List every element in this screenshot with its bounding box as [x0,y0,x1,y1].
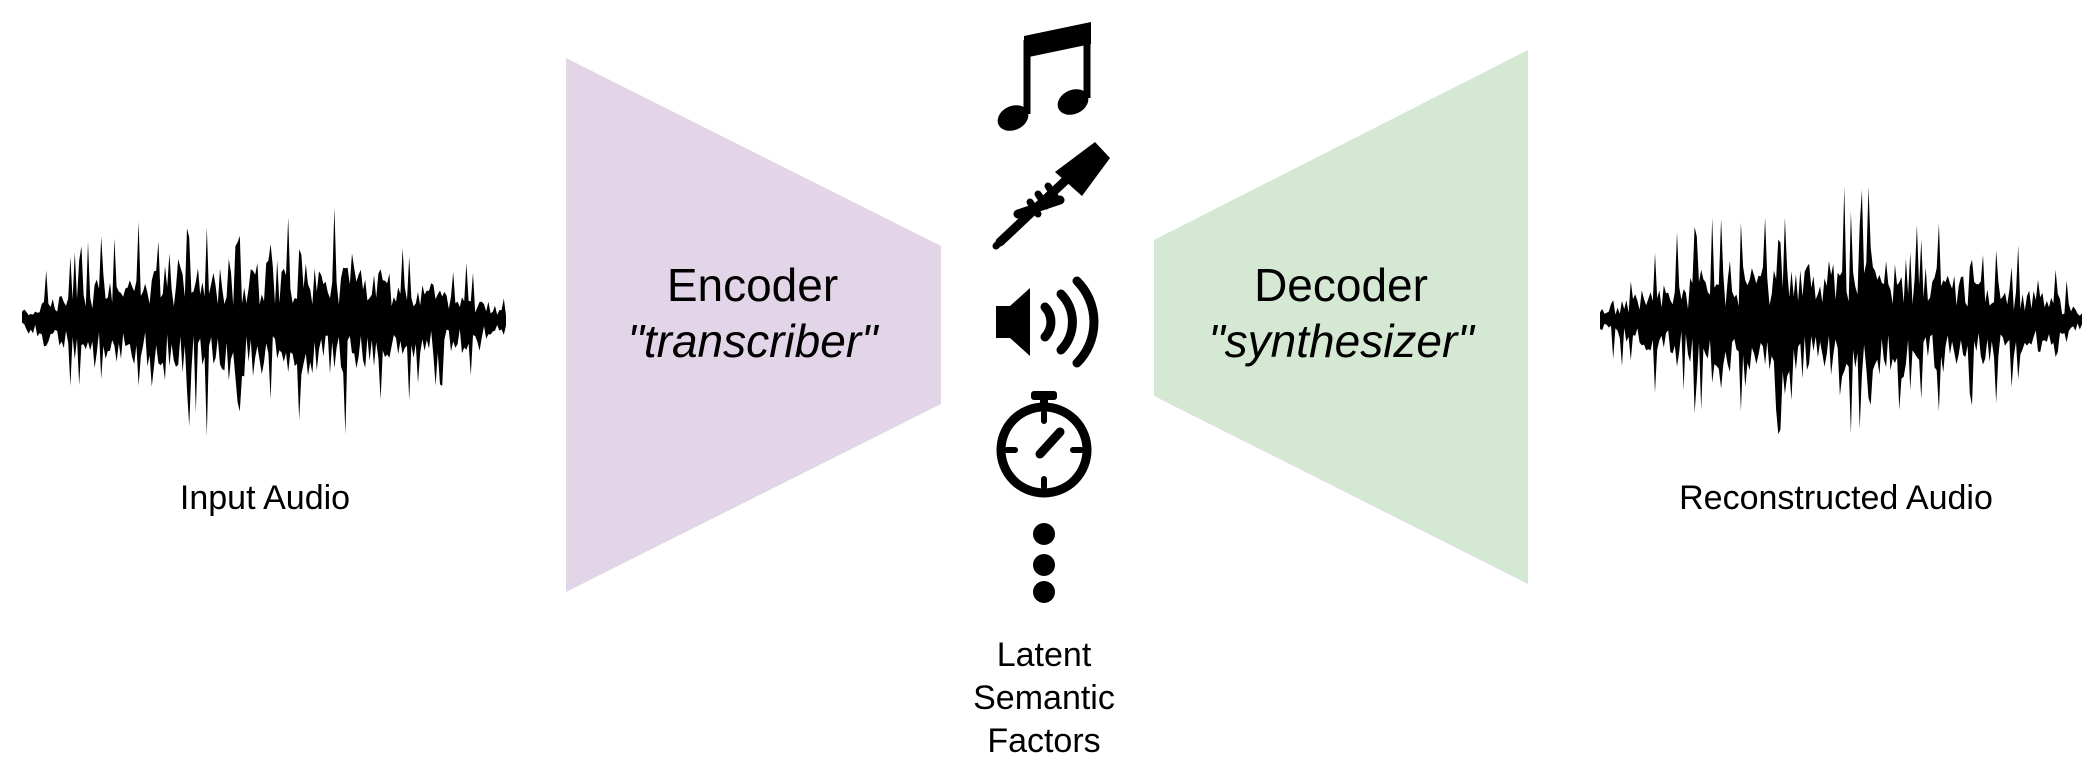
waveform-shape [22,207,506,437]
vertical-ellipsis-icon [1033,523,1055,603]
encoder-subtitle: "transcriber" [627,315,878,367]
encoder-block [566,58,941,592]
reconstructed-audio-label: Reconstructed Audio [1679,479,1993,517]
music-note-icon [997,22,1091,131]
latent-factors-label: Latent Semantic Factors [944,634,1144,763]
encoder-title: Encoder [666,259,839,311]
speaker-volume-icon [996,276,1099,368]
waveform-shape [1600,186,2082,435]
stopwatch-icon [996,391,1092,498]
output-waveform [1600,186,2082,435]
latent-line-3: Factors [987,722,1101,760]
decoder-subtitle: "synthesizer" [1208,315,1474,367]
input-waveform [22,207,506,437]
latent-line-1: Latent [996,636,1092,674]
latent-line-2: Semantic [973,679,1115,717]
decoder-block [1154,50,1528,584]
decoder-title: Decoder [1254,259,1428,311]
trumpet-icon [992,142,1110,250]
input-audio-label: Input Audio [179,479,351,517]
encoder-label: Encoder "transcriber" [600,257,905,369]
decoder-label: Decoder "synthesizer" [1186,257,1496,369]
